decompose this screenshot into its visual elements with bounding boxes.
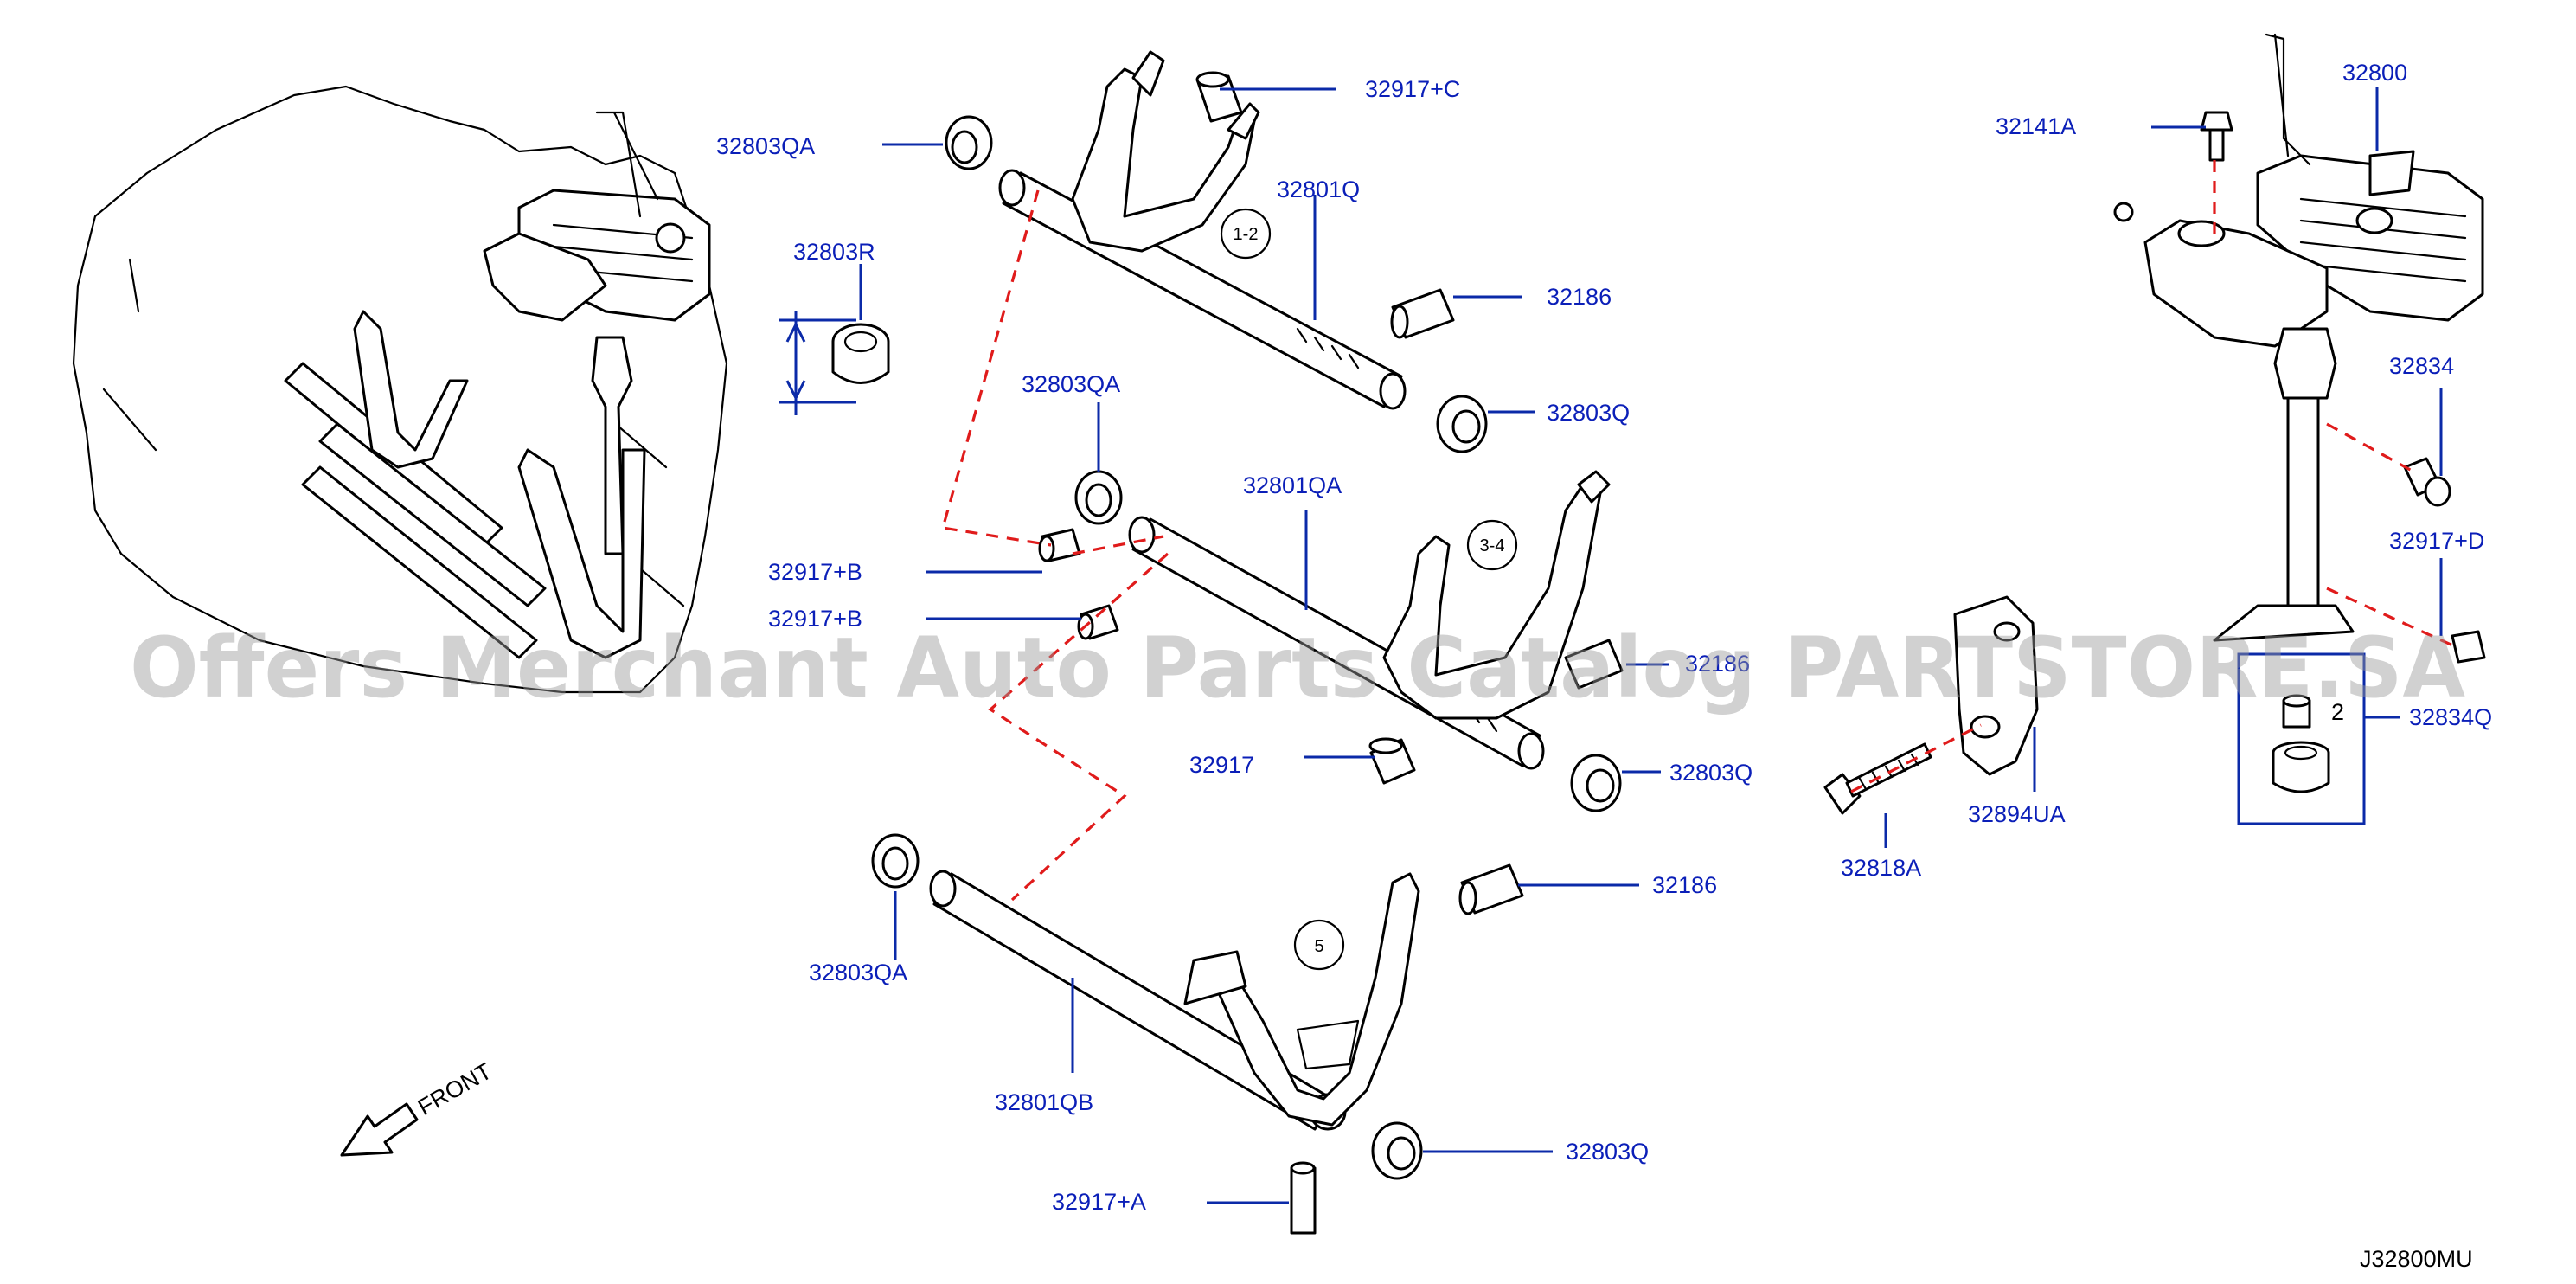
label-32801qa[interactable]: 32801QA	[1243, 472, 1342, 498]
diagram-code: J32800MU	[2360, 1246, 2473, 1272]
front-direction-label: FRONT	[413, 1058, 497, 1120]
small-parts	[779, 71, 1624, 1235]
label-32834[interactable]: 32834	[2389, 353, 2454, 379]
pin-32917-d	[2451, 630, 2486, 664]
bolt-32141a	[2200, 111, 2233, 162]
label-32803q-mid[interactable]: 32803Q	[1669, 760, 1753, 786]
fork-marker-3-4: 3-4	[1480, 536, 1505, 555]
label-32803q-low[interactable]: 32803Q	[1566, 1139, 1649, 1165]
label-32803r[interactable]: 32803R	[793, 239, 875, 265]
shift-rod-32801qa-assembly	[1128, 470, 1611, 770]
label-32141a[interactable]: 32141A	[1996, 113, 2076, 139]
watermark-text: Offers Merchant Auto Parts Catalog PARTS…	[130, 620, 2465, 716]
fork-marker-1-2: 1-2	[1234, 225, 1259, 244]
label-32834q[interactable]: 32834Q	[2409, 704, 2492, 730]
label-32801qb[interactable]: 32801QB	[995, 1089, 1093, 1115]
part-labels: 32803QA 32803R 32917+C 32801Q 32186 3280…	[716, 60, 2492, 1215]
label-32801q[interactable]: 32801Q	[1277, 177, 1360, 202]
label-32800[interactable]: 32800	[2342, 60, 2407, 86]
shift-fork-1-2	[1071, 67, 1256, 253]
shift-rod-32801qb-assembly	[929, 870, 1420, 1131]
label-32186-top[interactable]: 32186	[1547, 284, 1612, 310]
label-32917d[interactable]: 32917+D	[2389, 528, 2484, 554]
fork-marker-5: 5	[1314, 937, 1323, 956]
label-32917a[interactable]: 32917+A	[1052, 1189, 1146, 1215]
kit-quantity-marker: 2	[2331, 699, 2344, 725]
plunger-32834	[2403, 457, 2451, 507]
shift-control-32800-assembly	[2113, 33, 2484, 642]
kit-32834q-box	[2237, 652, 2366, 825]
label-32803q-top[interactable]: 32803Q	[1547, 400, 1630, 426]
label-32917[interactable]: 32917	[1189, 752, 1254, 778]
label-32186-low[interactable]: 32186	[1652, 872, 1717, 898]
label-32186-mid[interactable]: 32186	[1685, 651, 1750, 677]
shift-fork-5	[1218, 872, 1420, 1127]
assembly-alignment-lines	[940, 160, 2457, 902]
label-32917c[interactable]: 32917+C	[1365, 76, 1460, 102]
shift-fork-3-4	[1382, 483, 1602, 720]
label-32917b-lower[interactable]: 32917+B	[768, 606, 862, 632]
label-32917b-upper[interactable]: 32917+B	[768, 559, 862, 585]
label-32803qa-low[interactable]: 32803QA	[809, 960, 907, 985]
label-32818a[interactable]: 32818A	[1841, 855, 1921, 881]
label-32803qa-top[interactable]: 32803QA	[716, 133, 815, 159]
leader-lines	[859, 87, 2443, 1204]
transmission-housing-assembly	[72, 85, 728, 694]
label-32894ua[interactable]: 32894UA	[1968, 801, 2066, 827]
bracket-32894ua	[1953, 595, 2039, 776]
front-direction-arrow-icon	[340, 1102, 419, 1157]
label-32803qa-mid[interactable]: 32803QA	[1022, 371, 1120, 397]
shift-rod-32801q-assembly	[998, 50, 1407, 410]
bolt-32818a	[1823, 742, 1932, 815]
